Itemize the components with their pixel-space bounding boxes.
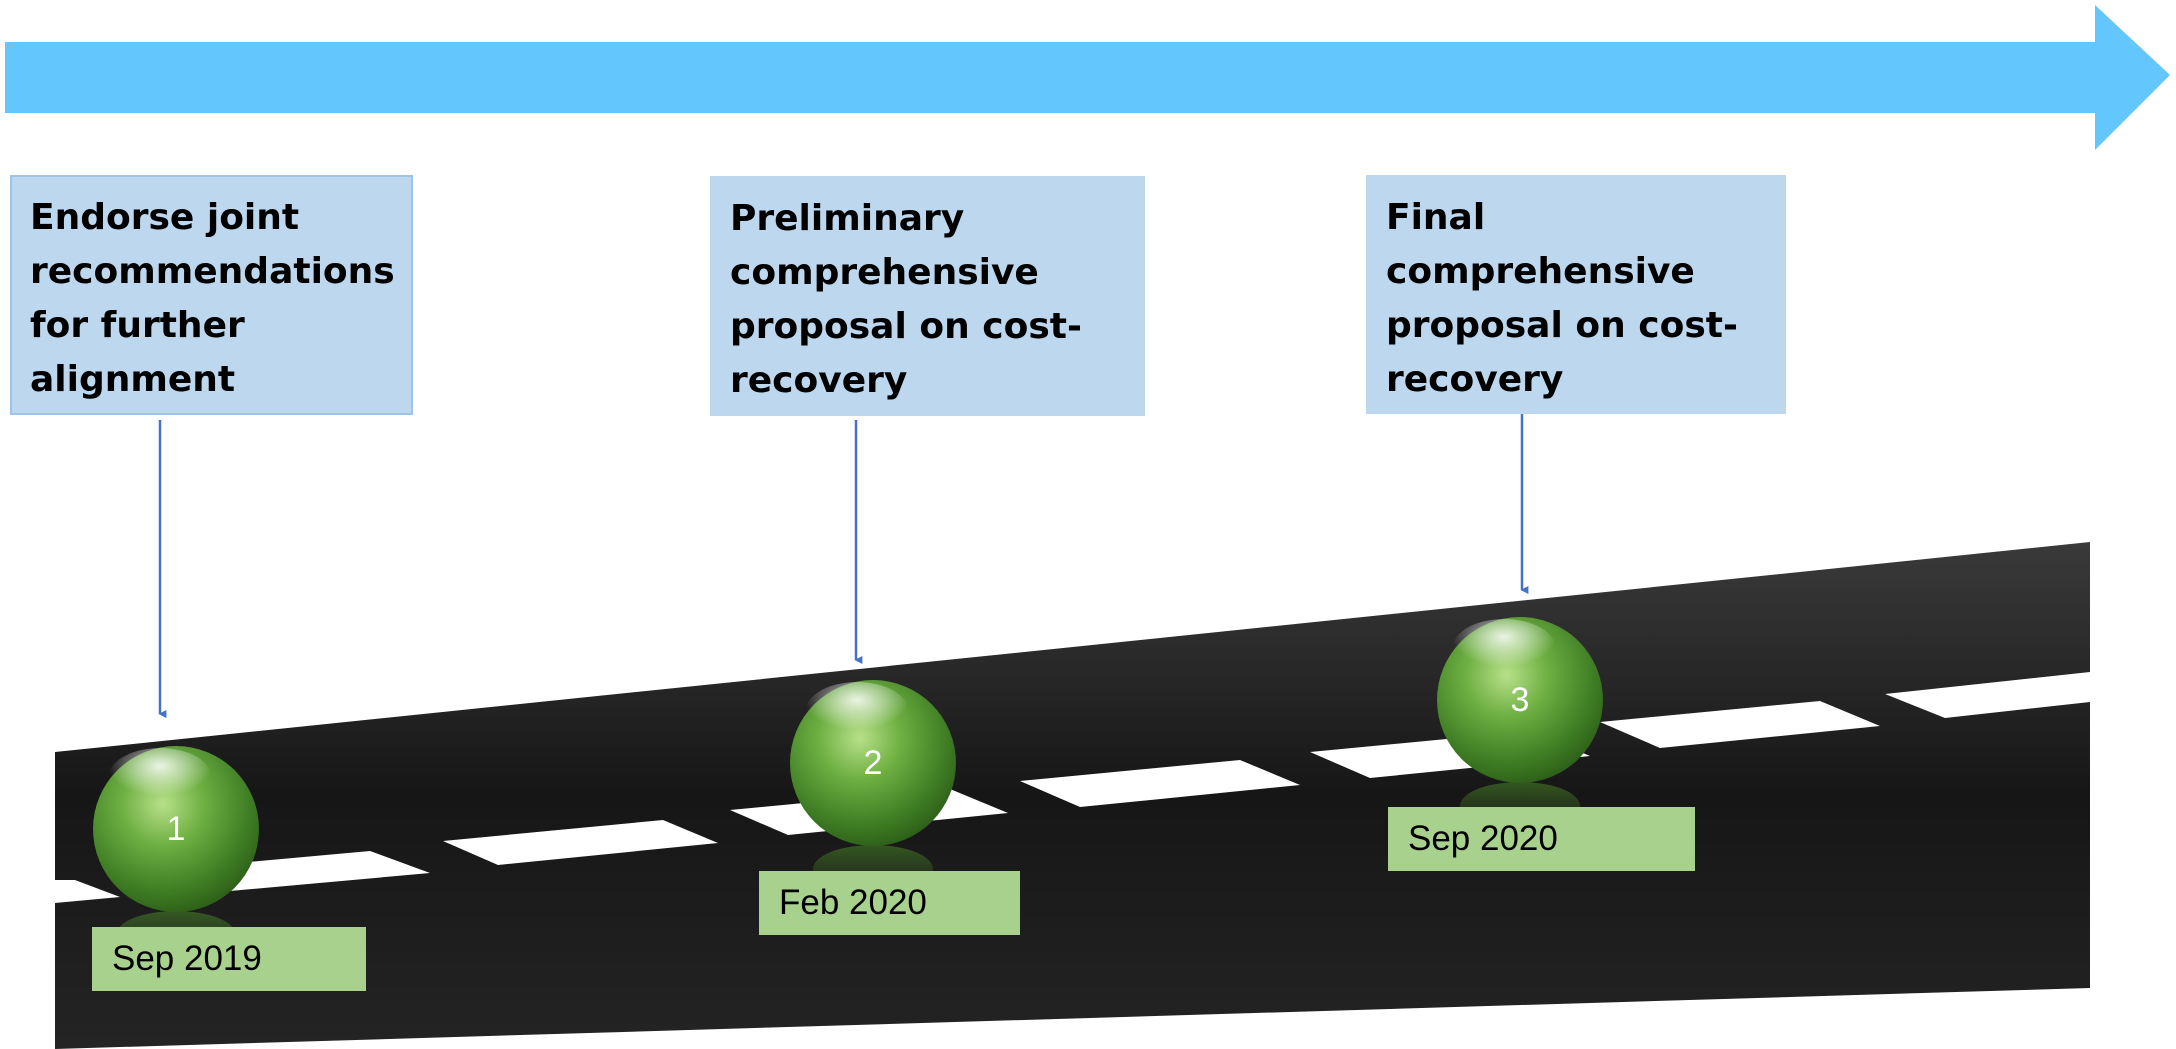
milestone-date-3: Sep 2020 xyxy=(1388,807,1695,871)
milestone-description-1: Endorse joint recommendations for furthe… xyxy=(10,175,413,415)
right-arrow-icon xyxy=(5,5,2170,150)
milestone-date-1: Sep 2019 xyxy=(92,927,366,991)
milestone-number-3: 3 xyxy=(1510,681,1530,719)
milestone-date-2: Feb 2020 xyxy=(759,871,1020,935)
milestone-number-1: 1 xyxy=(166,810,186,848)
milestone-description-3: Final comprehensive proposal on cost-rec… xyxy=(1366,175,1786,414)
milestone-description-2: Preliminary comprehensive proposal on co… xyxy=(710,176,1145,416)
milestone-number-2: 2 xyxy=(863,744,883,782)
green-sphere-icon xyxy=(790,680,956,893)
